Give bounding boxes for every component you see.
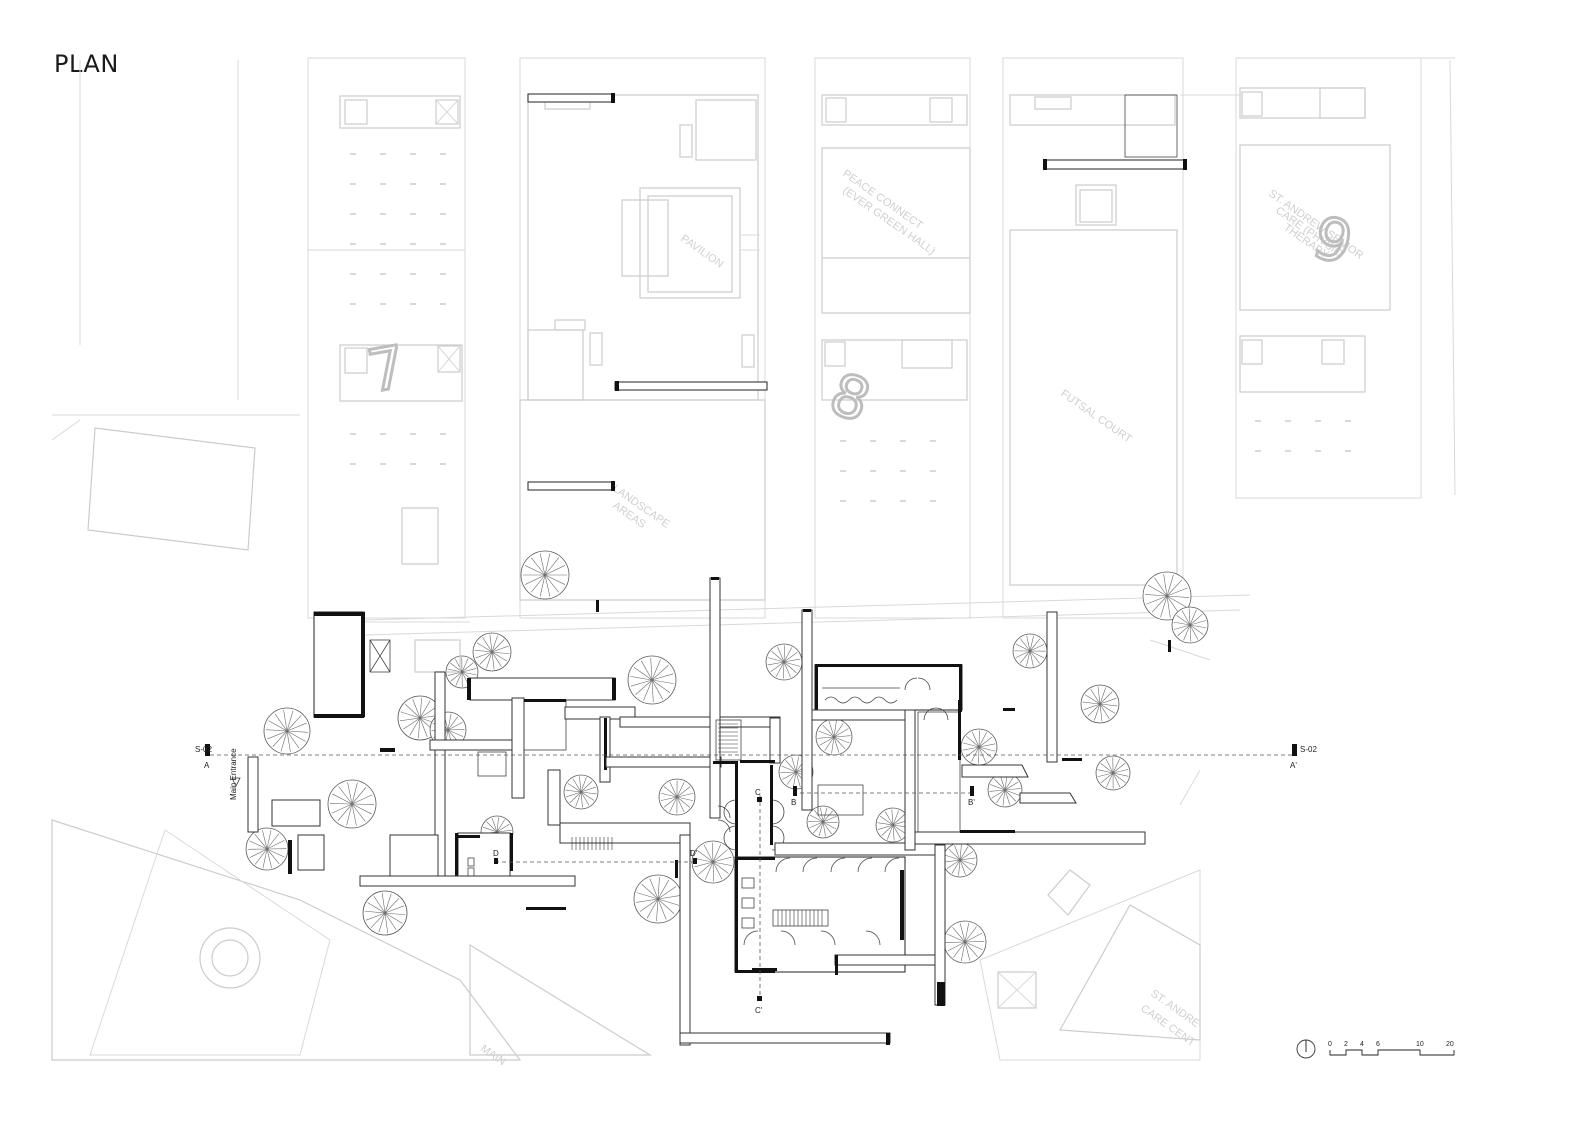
tree-icon bbox=[263, 707, 311, 755]
tree-icon bbox=[691, 840, 735, 884]
block-number-7: 7 bbox=[363, 332, 411, 405]
tree-icon bbox=[942, 842, 978, 878]
section-a-label: A bbox=[204, 761, 210, 770]
block-9-outline bbox=[1235, 57, 1422, 499]
context-building-left bbox=[87, 427, 256, 551]
futsal-block-outline bbox=[1002, 57, 1184, 619]
section-d-label: D bbox=[493, 849, 499, 858]
tree-icon bbox=[327, 779, 377, 829]
tree-icon bbox=[362, 890, 408, 936]
futsal-court bbox=[1009, 229, 1178, 586]
scale-tick-4: 4 bbox=[1360, 1041, 1364, 1048]
scale-tick-10: 10 bbox=[1416, 1041, 1424, 1048]
section-b-prime-label: B' bbox=[968, 798, 975, 807]
context-building-bottom-left bbox=[51, 819, 522, 1061]
context-accent-bars bbox=[527, 93, 1187, 652]
tree-icon bbox=[627, 655, 677, 705]
section-c-prime-label: C' bbox=[755, 1006, 763, 1015]
tree-icon bbox=[520, 550, 570, 600]
label-futsal-court: FUTSAL COURT bbox=[1058, 388, 1134, 446]
main-building bbox=[247, 577, 1146, 1046]
label-main: MAIN bbox=[478, 1043, 507, 1069]
roof-slab-top-left bbox=[469, 677, 616, 701]
tree-icon bbox=[633, 874, 683, 924]
entrance-arrow-icon bbox=[231, 777, 241, 787]
south-block bbox=[734, 856, 906, 973]
tree-icon bbox=[943, 920, 987, 964]
tree-icon bbox=[960, 728, 998, 766]
tree-group bbox=[245, 550, 1209, 964]
east-pavilion-room bbox=[814, 664, 963, 711]
tree-icon bbox=[563, 774, 599, 810]
label-pavilion: PAVILION bbox=[678, 233, 725, 271]
tree-icon bbox=[875, 807, 911, 843]
block-number-8: 8 bbox=[821, 359, 879, 436]
tree-icon bbox=[658, 778, 696, 816]
section-a-ref: S-02 bbox=[195, 745, 212, 754]
scale-bar: 0 2 4 6 10 20 bbox=[1328, 1041, 1455, 1056]
scale-tick-6: 6 bbox=[1376, 1041, 1380, 1048]
tree-icon bbox=[815, 718, 853, 756]
plan-title: PLAN bbox=[54, 50, 119, 78]
tree-icon bbox=[1012, 633, 1048, 669]
section-d-prime-label: D' bbox=[690, 849, 698, 858]
tree-icon bbox=[245, 827, 289, 871]
section-c-label: C bbox=[755, 788, 761, 797]
tree-icon bbox=[1142, 571, 1192, 621]
block-number-9: 9 bbox=[1306, 203, 1359, 278]
tree-icon bbox=[1080, 684, 1120, 724]
block-7-outline bbox=[307, 57, 466, 619]
tree-icon bbox=[472, 632, 512, 672]
section-lines: S-02 A S-02 A' B B' C C' D D' Main Entra… bbox=[195, 744, 1317, 1015]
tree-icon bbox=[765, 643, 803, 681]
tree-icon bbox=[1171, 606, 1209, 644]
legend: 0 2 4 6 10 20 bbox=[1296, 1039, 1455, 1059]
section-a-prime-label: A' bbox=[1290, 761, 1297, 770]
section-b-label: B bbox=[791, 798, 796, 807]
entrance-label: Main Entrance bbox=[229, 748, 238, 800]
pavilion-block-outline bbox=[519, 57, 766, 619]
scale-tick-0: 0 bbox=[1328, 1041, 1332, 1048]
tree-icon bbox=[806, 805, 840, 839]
section-a-prime-ref: S-02 bbox=[1300, 745, 1317, 754]
entry-pavilion-left bbox=[313, 611, 365, 718]
scale-tick-20: 20 bbox=[1446, 1041, 1454, 1048]
tree-icon bbox=[987, 772, 1023, 808]
block-8-outline bbox=[814, 57, 971, 619]
scale-tick-2: 2 bbox=[1344, 1041, 1348, 1048]
tree-icon bbox=[1095, 755, 1131, 791]
